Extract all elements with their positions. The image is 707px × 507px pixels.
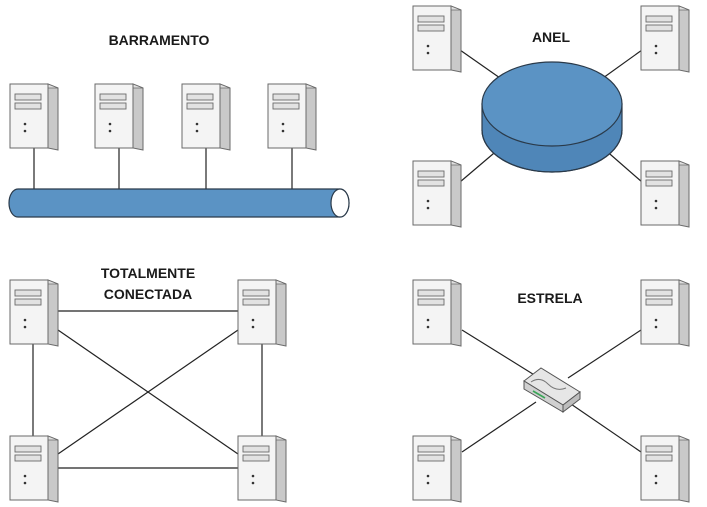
mesh-topology-title-line2: CONECTADA bbox=[104, 286, 192, 302]
server-tower-icon bbox=[94, 83, 144, 151]
server-tower-icon bbox=[181, 83, 231, 151]
server-tower-icon bbox=[640, 160, 690, 228]
server-tower-icon bbox=[640, 435, 690, 503]
bus-topology: BARRAMENTO bbox=[8, 32, 350, 218]
bus-topology-title: BARRAMENTO bbox=[109, 32, 210, 48]
mesh-topology: TOTALMENTE CONECTADA bbox=[9, 265, 287, 503]
mesh-topology-title-line1: TOTALMENTE bbox=[101, 265, 195, 281]
server-tower-icon bbox=[9, 83, 59, 151]
server-tower-icon bbox=[412, 160, 462, 228]
ring-cylinder bbox=[481, 61, 623, 173]
ring-topology-title: ANEL bbox=[532, 29, 571, 45]
server-tower-icon bbox=[237, 279, 287, 347]
server-tower-icon bbox=[9, 435, 59, 503]
server-tower-icon bbox=[640, 279, 690, 347]
mesh-links bbox=[32, 310, 263, 469]
bus-cable bbox=[8, 188, 350, 218]
server-tower-icon bbox=[412, 5, 462, 73]
server-tower-icon bbox=[412, 435, 462, 503]
network-switch-icon bbox=[523, 367, 581, 414]
server-tower-icon bbox=[640, 5, 690, 73]
star-topology-title: ESTRELA bbox=[517, 290, 582, 306]
star-links bbox=[461, 329, 642, 453]
ring-topology: ANEL bbox=[412, 5, 690, 228]
bus-drop-lines bbox=[33, 148, 293, 190]
server-tower-icon bbox=[237, 435, 287, 503]
server-tower-icon bbox=[9, 279, 59, 347]
server-tower-icon bbox=[412, 279, 462, 347]
server-tower-icon bbox=[267, 83, 317, 151]
star-topology: ESTRELA bbox=[412, 279, 690, 503]
